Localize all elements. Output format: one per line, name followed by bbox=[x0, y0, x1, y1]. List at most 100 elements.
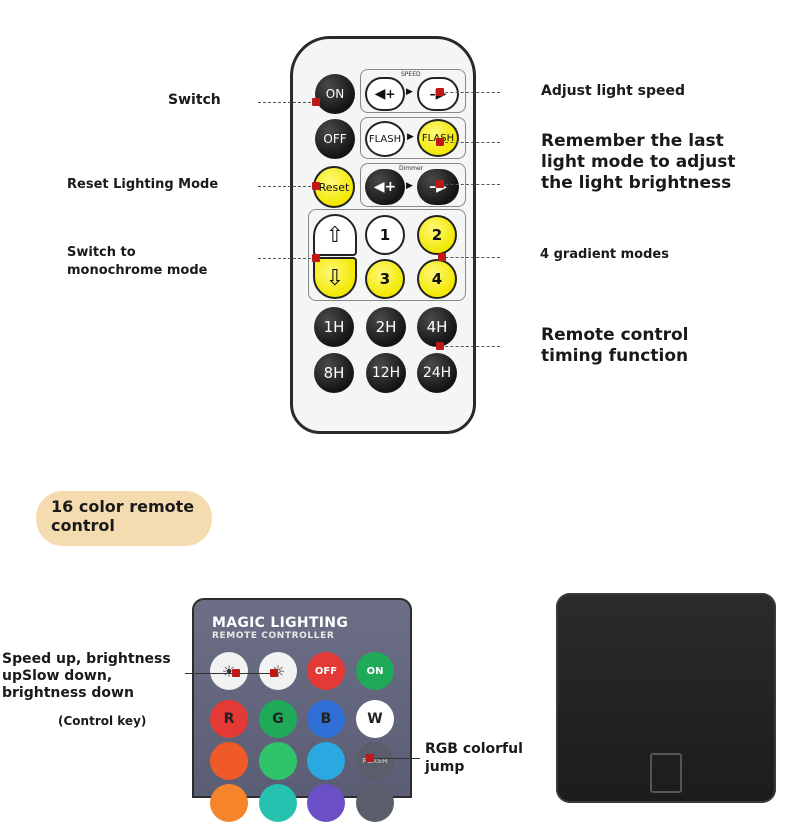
callout-dot bbox=[312, 182, 320, 190]
callout-line bbox=[440, 257, 500, 258]
remember-label-1: Remember the last bbox=[541, 131, 724, 151]
timer-8h-button[interactable]: 8H bbox=[314, 353, 354, 393]
off-label: OFF bbox=[323, 132, 347, 146]
timer-4h-button[interactable]: 4H bbox=[417, 307, 457, 347]
reset-button[interactable]: Reset bbox=[313, 166, 355, 208]
brightness-down-button[interactable]: ☼ bbox=[259, 652, 297, 690]
timing-label-2: timing function bbox=[541, 346, 689, 366]
remote2-title: MAGIC LIGHTING bbox=[212, 615, 349, 631]
plus-label: + bbox=[385, 87, 396, 101]
receiver-box bbox=[556, 593, 776, 803]
callout-dot bbox=[436, 138, 444, 146]
gradient-label: 4 gradient modes bbox=[540, 247, 669, 262]
color-light-green-button[interactable] bbox=[259, 742, 297, 780]
minus-label: – bbox=[429, 87, 436, 101]
speed-bright-label-3: brightness down bbox=[2, 685, 134, 701]
mode-1-button[interactable]: 1 bbox=[365, 215, 405, 255]
mode-4-button[interactable]: 4 bbox=[417, 259, 457, 299]
flash-button-white[interactable]: FLASH bbox=[365, 121, 405, 157]
callout-line bbox=[258, 186, 316, 187]
callout-line bbox=[258, 102, 316, 103]
arrow-up-button[interactable]: ⇧ bbox=[313, 214, 357, 256]
arrow-icon: ▶ bbox=[407, 132, 414, 142]
color-sky-blue-button[interactable] bbox=[307, 742, 345, 780]
down-arrow-icon: ⇩ bbox=[325, 265, 345, 291]
flash-group bbox=[360, 117, 466, 159]
timing-label-1: Remote control bbox=[541, 325, 689, 345]
red-button[interactable]: R bbox=[210, 700, 248, 738]
rgb-label-1: RGB colorful bbox=[425, 741, 523, 757]
timer-24h-label: 24H bbox=[422, 365, 452, 381]
w-label: W bbox=[367, 711, 383, 727]
speed-label-text: Adjust light speed bbox=[541, 83, 686, 99]
brightness-up-button[interactable]: ☀ bbox=[210, 652, 248, 690]
b-label: B bbox=[320, 711, 332, 727]
timer-8h-label: 8H bbox=[323, 364, 345, 382]
r-label: R bbox=[223, 711, 235, 727]
timer-12h-label: 12H bbox=[371, 365, 401, 381]
timer-1h-button[interactable]: 1H bbox=[314, 307, 354, 347]
rgb-label-2: jump bbox=[425, 759, 465, 775]
callout-dot bbox=[366, 754, 374, 762]
callout-dot bbox=[232, 669, 240, 677]
dimmer-label: Dimmer bbox=[399, 165, 424, 172]
mode-1-label: 1 bbox=[379, 226, 391, 244]
callout-line bbox=[440, 92, 500, 93]
badge-line-1: 16 color remote bbox=[51, 497, 195, 516]
mode-3-label: 3 bbox=[379, 270, 391, 288]
timer-12h-button[interactable]: 12H bbox=[366, 353, 406, 393]
flash-label-1: FLASH bbox=[368, 133, 402, 145]
mode-group bbox=[308, 209, 466, 301]
timer-24h-button[interactable]: 24H bbox=[417, 353, 457, 393]
mode-2-label: 2 bbox=[431, 226, 443, 244]
callout-line bbox=[372, 758, 420, 759]
timer-remote: SPEED Dimmer ON OFF Reset ◀ + ▶ – ▶ FLAS… bbox=[290, 36, 476, 434]
callout-line bbox=[440, 184, 500, 185]
g-label: G bbox=[272, 711, 284, 727]
sensor-icon bbox=[650, 753, 682, 793]
speed-group bbox=[360, 69, 466, 113]
blue-button[interactable]: B bbox=[307, 700, 345, 738]
minus-label-dim: – bbox=[429, 179, 437, 195]
callout-dot bbox=[270, 669, 278, 677]
switch-label: Switch bbox=[168, 92, 221, 108]
section-badge: 16 color remote control bbox=[36, 491, 212, 546]
off-button[interactable]: OFF bbox=[307, 652, 345, 690]
on-button[interactable]: ON bbox=[356, 652, 394, 690]
mode-4-label: 4 bbox=[431, 270, 443, 288]
callout-dot bbox=[436, 88, 444, 96]
speed-bright-label-1: Speed up, brightness bbox=[2, 651, 171, 667]
callout-dot bbox=[312, 254, 320, 262]
left-arrow-icon: ◀ bbox=[374, 86, 386, 102]
on-label: ON bbox=[366, 665, 384, 677]
on-button[interactable]: ON bbox=[315, 74, 355, 114]
callout-line bbox=[440, 142, 500, 143]
color-orange-red-button[interactable] bbox=[210, 742, 248, 780]
mode-3-button[interactable]: 3 bbox=[365, 259, 405, 299]
left-arrow-icon: ◀ bbox=[373, 179, 385, 195]
right-arrow-icon: ▶ bbox=[406, 181, 413, 191]
timer-2h-button[interactable]: 2H bbox=[366, 307, 406, 347]
mono-label-1: Switch to bbox=[67, 245, 136, 260]
brightness-up-button[interactable]: ◀ + bbox=[365, 169, 405, 205]
callout-line bbox=[185, 673, 273, 674]
speed-bright-label-2: upSlow down, bbox=[2, 668, 113, 684]
on-label: ON bbox=[325, 87, 345, 101]
speed-label: SPEED bbox=[401, 71, 421, 78]
off-label: OFF bbox=[314, 665, 338, 677]
green-button[interactable]: G bbox=[259, 700, 297, 738]
mode-2-button[interactable]: 2 bbox=[417, 215, 457, 255]
badge-line-2: control bbox=[51, 516, 115, 535]
off-button[interactable]: OFF bbox=[315, 119, 355, 159]
color-remote: MAGIC LIGHTING REMOTE CONTROLLER ☀ ☼ OFF… bbox=[192, 598, 412, 822]
up-arrow-icon: ⇧ bbox=[325, 222, 345, 248]
white-button[interactable]: W bbox=[356, 700, 394, 738]
speed-up-button[interactable]: ◀ + bbox=[365, 77, 405, 111]
arrow-down-button[interactable]: ⇩ bbox=[313, 257, 357, 299]
dimmer-group bbox=[360, 163, 466, 207]
flash-label: FLASH bbox=[362, 757, 388, 765]
timer-4h-label: 4H bbox=[426, 318, 448, 336]
timer-1h-label: 1H bbox=[323, 318, 345, 336]
flash-button[interactable]: FLASH bbox=[356, 742, 394, 780]
reset-mode-label: Reset Lighting Mode bbox=[67, 177, 219, 192]
